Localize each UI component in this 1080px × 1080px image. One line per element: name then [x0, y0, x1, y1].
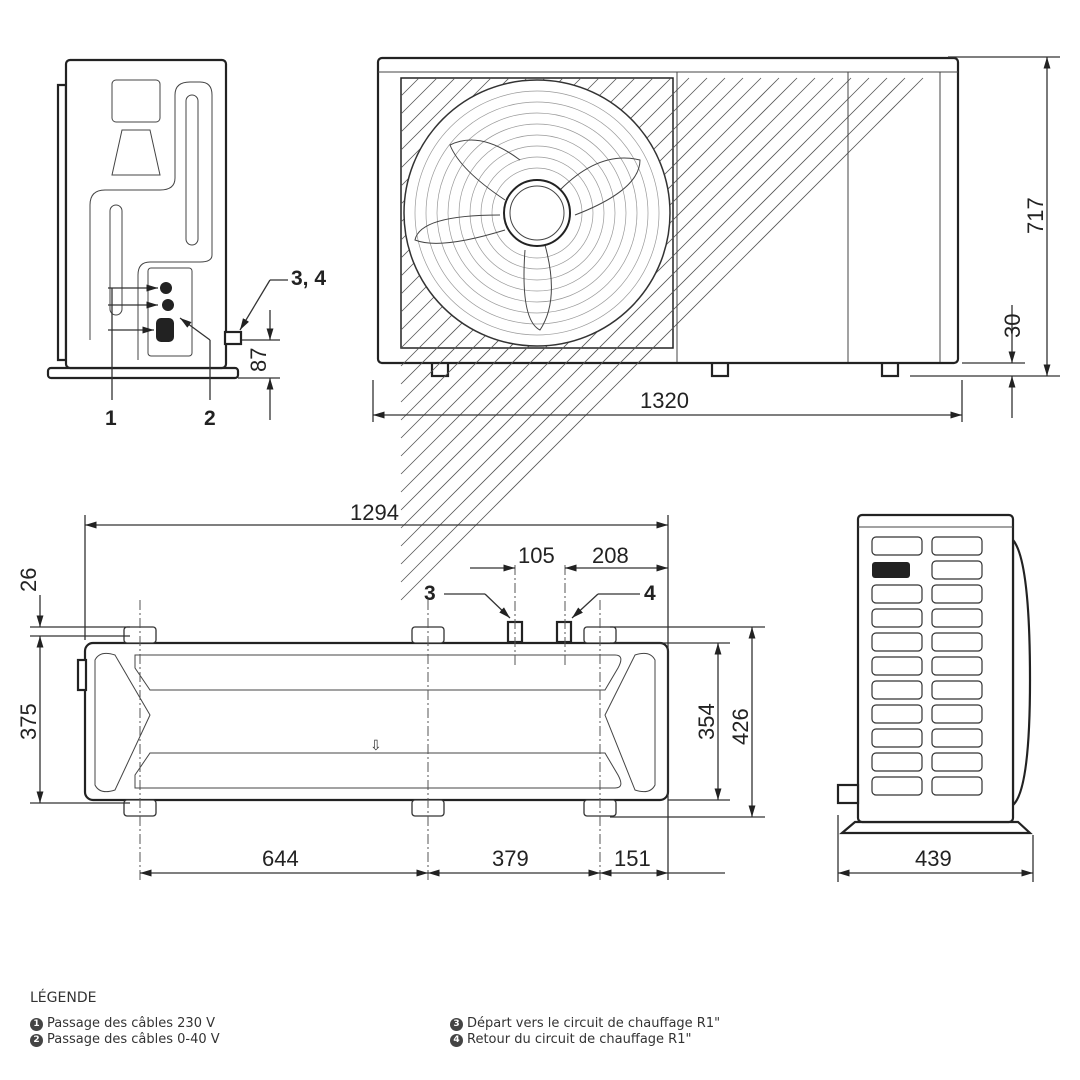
connection-panel	[147, 267, 193, 357]
dim-375: 375	[16, 703, 41, 740]
cable-gland-1	[160, 282, 172, 294]
cable-gland-3	[156, 318, 174, 342]
dim-379: 379	[492, 846, 529, 871]
number-badge-icon: 1	[30, 1017, 43, 1031]
callout-2: 2	[204, 407, 216, 430]
louver-slot	[871, 632, 923, 652]
legend-text: Passage des câbles 0-40 V	[47, 1032, 220, 1047]
number-badge-icon: 4	[450, 1033, 463, 1047]
callout-1: 1	[105, 407, 117, 430]
side-fan-edge	[56, 83, 68, 362]
grille-hatch	[400, 77, 456, 133]
louver-slot	[931, 752, 983, 772]
dim-1320: 1320	[640, 388, 689, 413]
callout-3: 3	[424, 582, 436, 605]
louver-slot	[871, 728, 923, 748]
louver-slot	[931, 728, 983, 748]
louver-slot	[871, 584, 923, 604]
louver-slot	[871, 776, 923, 796]
fan-hub	[503, 179, 571, 247]
dim-208: 208	[592, 543, 629, 568]
grille-hatch	[400, 77, 870, 547]
pipe-stub	[836, 783, 860, 805]
pipe-connector	[223, 330, 243, 346]
louver-slot	[871, 536, 923, 556]
grille-ring	[480, 156, 594, 270]
louver-slot	[931, 632, 983, 652]
side-handle-recess	[111, 129, 161, 176]
number-badge-icon: 3	[450, 1017, 463, 1031]
right-fan-edge	[1011, 537, 1032, 808]
louver-slot	[931, 704, 983, 724]
dim-354: 354	[694, 703, 719, 740]
louver-slot	[871, 704, 923, 724]
grille-hatch	[400, 77, 906, 583]
louver-slot	[871, 680, 923, 700]
side-view: 1 2 3, 4 87	[46, 58, 326, 430]
cable-gland-2	[162, 299, 174, 311]
louver-slot	[871, 752, 923, 772]
legend-title: LÉGENDE	[30, 990, 97, 1006]
legend: LÉGENDE 1 Passage des câbles 230 V 2 Passa…	[30, 990, 1070, 1048]
dim-439: 439	[915, 846, 952, 871]
grille-ring	[414, 90, 660, 336]
side-handle	[111, 79, 161, 123]
legend-item: 1 Passage des câbles 230 V	[30, 1016, 450, 1032]
louver-slot	[931, 560, 983, 580]
legend-item: 3 Départ vers le circuit de chauffage R1"	[450, 1016, 870, 1032]
grille-hatch	[400, 77, 420, 97]
grille-ring	[436, 112, 638, 314]
dim-644: 644	[262, 846, 299, 871]
dim-87: 87	[246, 348, 271, 372]
pipe-4	[555, 620, 573, 644]
legend-text: Passage des câbles 230 V	[47, 1016, 215, 1031]
grille-hatch	[400, 77, 924, 601]
grille-ring	[458, 134, 616, 292]
arrow-down-icon: ⇩	[370, 737, 382, 753]
grille-ring	[491, 167, 583, 259]
fan-blade	[523, 244, 552, 331]
number-badge-icon: 2	[30, 1033, 43, 1047]
grille-hatch	[400, 77, 888, 565]
callout-3-4: 3, 4	[291, 267, 326, 290]
louver-slot	[871, 656, 923, 676]
right-side-view: 439	[836, 513, 1034, 882]
louver-slot	[931, 536, 983, 556]
grille-hatch	[400, 77, 474, 151]
grille-ring	[447, 123, 627, 303]
dim-1294: 1294	[350, 500, 399, 525]
handle	[872, 562, 910, 578]
louver-slot	[871, 608, 923, 628]
dim-426: 426	[728, 708, 753, 745]
fan-blade	[449, 139, 521, 201]
legend-text: Retour du circuit de chauffage R1"	[467, 1032, 692, 1047]
top-view: ⇩ 1294 105 208 3 4 26 375 35	[16, 500, 765, 880]
dim-30: 30	[1000, 314, 1025, 338]
louver-slot	[931, 680, 983, 700]
louver-slot	[931, 584, 983, 604]
legend-item: 4 Retour du circuit de chauffage R1"	[450, 1032, 870, 1048]
grille-hatch	[400, 77, 438, 115]
grille-ring	[469, 145, 605, 281]
side-connector	[76, 658, 88, 692]
fan-blade	[414, 214, 506, 244]
dim-151: 151	[614, 846, 651, 871]
grille-ring	[425, 101, 649, 325]
louver-slot	[931, 776, 983, 796]
louver-slot	[931, 608, 983, 628]
louver-slot	[931, 656, 983, 676]
callout-4: 4	[644, 582, 656, 605]
dim-717: 717	[1023, 197, 1048, 234]
legend-text: Départ vers le circuit de chauffage R1"	[467, 1016, 721, 1031]
top-body	[83, 641, 670, 802]
legend-item: 2 Passage des câbles 0-40 V	[30, 1032, 450, 1048]
right-base	[838, 820, 1033, 835]
fan-blade	[559, 157, 641, 216]
dim-105: 105	[518, 543, 555, 568]
dim-26: 26	[16, 568, 41, 592]
front-view: 1320 717 30	[372, 56, 1060, 601]
